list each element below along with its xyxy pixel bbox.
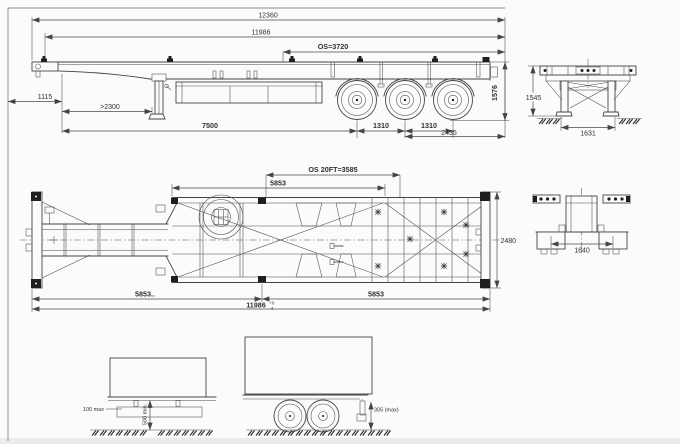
detail-rear-clearance: 305 (max) [242, 336, 399, 437]
side-landing-gear [148, 73, 172, 120]
dim-label-ground-clearance: 500 min. [143, 403, 149, 425]
van-box [244, 336, 373, 395]
dim-label-half-left: 5853.. [135, 290, 155, 299]
dim-label-axle-spacing-2: 1310 [421, 121, 437, 130]
dim-label-rear-overhang: 2435 [441, 130, 457, 137]
detail-ground-right [246, 429, 392, 437]
dim-label-half-right: 5853 [368, 290, 384, 299]
side-wheel-3 [433, 80, 473, 120]
side-chassis [31, 56, 491, 80]
detail-ground-left [90, 429, 214, 437]
side-wheel-1 [337, 80, 377, 120]
dim-label-landing-gear: >2300 [100, 104, 120, 111]
detail-dimensions-left: 100 max 500 min. [83, 400, 153, 431]
front-structure [539, 59, 637, 117]
dim-label-gap: 100 max [83, 407, 104, 413]
detail-chassis-rear [242, 394, 369, 422]
front-dimensions: 1545 1631 [521, 65, 616, 138]
dim-label-rear-clearance: 305 (max) [374, 408, 399, 414]
side-toolbox [175, 81, 323, 104]
side-fenders [335, 78, 475, 97]
dim-label-plan-width: 2480 [501, 238, 517, 245]
side-suspension [330, 61, 481, 88]
underdeck-hangers [212, 70, 258, 79]
dim-label-20ft-span: 5853 [270, 179, 286, 188]
rear-dimensions: 1840 [550, 236, 614, 255]
dim-label-os-20ft: OS 20FT=3585 [308, 165, 357, 174]
dim-label-deck-height: 1576 [490, 85, 499, 101]
bottom-strip [0, 438, 680, 444]
detail-wheel-1 [273, 399, 307, 433]
detail-dimensions-right: 305 (max) [368, 401, 399, 431]
detail-wheel-2 [306, 399, 340, 433]
detail-chassis [107, 396, 217, 418]
dim-label-os: OS=3720 [318, 42, 349, 51]
side-wheel-2 [385, 80, 425, 120]
dim-label-upper-length: 11986 [252, 30, 271, 37]
side-dimensions: 12360 11986 OS=3720 1115 >2300 7500 1310… [7, 13, 509, 140]
dim-label-overall-length: 12360 [258, 13, 278, 20]
front-ground-hatching [537, 118, 642, 125]
side-view: 12360 11986 OS=3720 1115 >2300 7500 1310… [7, 13, 509, 140]
dim-label-axle-spacing-1: 1310 [373, 121, 389, 130]
dim-label-total-tol-lower: -4 [270, 306, 274, 311]
plan-front-bolster [25, 191, 58, 289]
side-rear-end [482, 57, 498, 81]
dim-label-total-length: 11986 [246, 301, 266, 310]
dim-label-rear-track: 1840 [574, 248, 590, 255]
dim-label-total-tol-upper: +0 [270, 301, 276, 306]
rear-view: 1840 [532, 188, 631, 256]
dim-label-front: 1115 [38, 94, 53, 101]
front-view: 1545 1631 [521, 59, 642, 138]
dim-label-leg-track: 1631 [580, 131, 596, 138]
plan-view: 5853 OS 20FT=3585 2480 5853.. 5853 11986… [20, 165, 516, 312]
dim-label-wheelbase: 7500 [202, 121, 218, 130]
plan-rear-bolster [475, 191, 491, 289]
sheet-border [7, 7, 505, 441]
plan-main-frame [171, 197, 491, 283]
dim-label-front-height: 1545 [526, 95, 542, 102]
container-box [109, 357, 207, 398]
plan-spare-wheel [198, 194, 244, 240]
plan-gooseneck [41, 201, 178, 279]
detail-side-clearance: 100 max 500 min. [83, 357, 217, 437]
plan-bolt-fittings [329, 243, 344, 265]
plan-dimensions: 5853 OS 20FT=3585 2480 5853.. 5853 11986… [31, 165, 517, 312]
